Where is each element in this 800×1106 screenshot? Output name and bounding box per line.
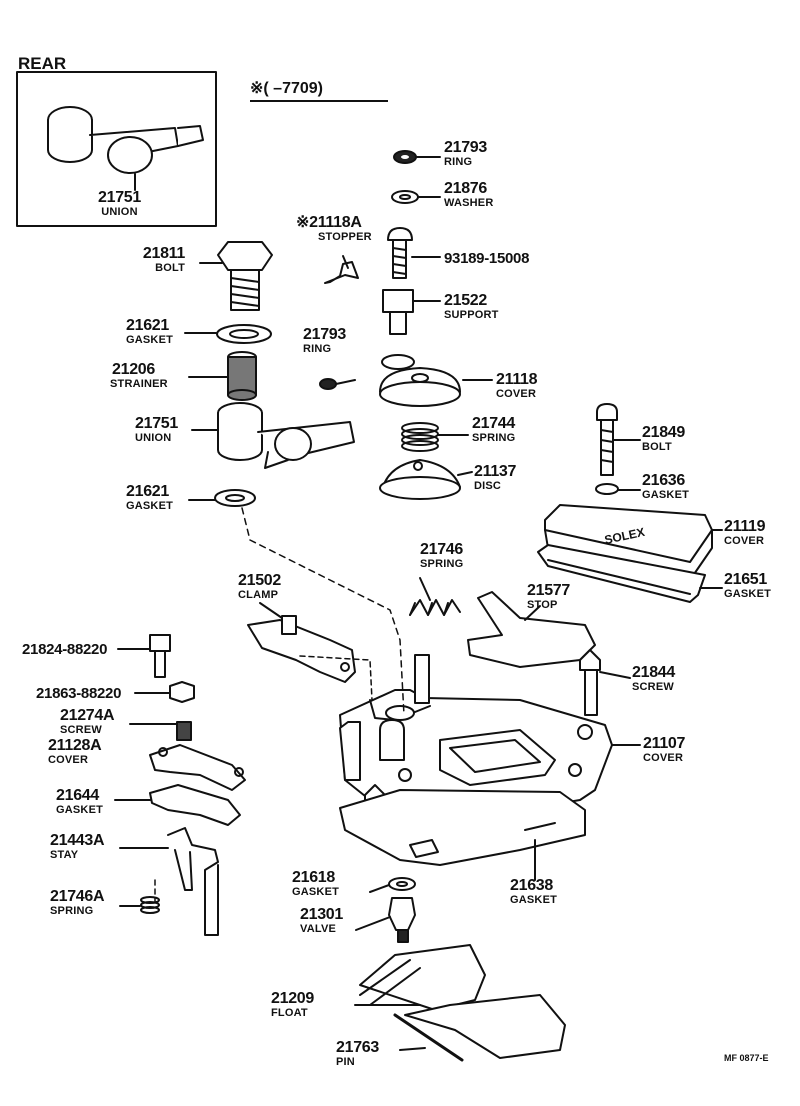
rear-inset-title: REAR — [18, 54, 67, 73]
union-21751-shape — [217, 402, 355, 469]
gasket-21618-shape — [388, 877, 416, 891]
float-21209-shape — [354, 944, 566, 1059]
clamp-21502-shape — [247, 615, 356, 683]
rear-union-drawing — [47, 106, 204, 191]
stay-21443A-shape — [119, 827, 219, 936]
gasket-21621-top-shape — [216, 324, 272, 344]
disc-21137-shape — [379, 459, 461, 500]
stopper-shape — [324, 261, 359, 284]
cover-21118-shape — [379, 354, 461, 407]
applicability-note: ※( –7709) — [250, 80, 323, 97]
gasket-21638-shape — [339, 789, 586, 881]
diagram-code: MF 0877-E — [724, 1053, 769, 1063]
label-21824-88220: 21824-88220 — [22, 641, 108, 658]
bolt-21811-shape — [217, 241, 273, 311]
nut-21863-shape — [169, 681, 195, 703]
gasket-21621-bottom-shape — [214, 489, 256, 507]
screw-21824-shape — [117, 634, 171, 678]
valve-21301-shape — [388, 897, 416, 943]
bolt-21849-shape — [596, 403, 618, 476]
support-21522-shape — [382, 289, 441, 335]
screw-21274A-shape — [129, 721, 192, 741]
screw-93189-shape — [387, 227, 441, 279]
spring-21744-shape — [401, 422, 439, 452]
strainer-21206-shape — [227, 351, 257, 401]
gasket-21644-shape — [149, 784, 241, 826]
label-93189-15008: 93189-15008 — [444, 250, 530, 267]
cover-21128A-shape — [149, 744, 246, 791]
assembly-dashed-line — [241, 507, 405, 716]
spring-21746-shape — [409, 599, 461, 616]
cover-21119-shape: SOLEX — [544, 504, 713, 581]
gasket-21636-shape — [595, 483, 619, 495]
spring-21746A-shape — [119, 896, 160, 914]
pin-21763-shape — [393, 1013, 464, 1062]
rear-inset-frame — [16, 71, 217, 227]
ring-21793-mid-shape — [319, 378, 337, 390]
washer-21876-shape — [391, 190, 441, 204]
note-underline — [250, 100, 388, 102]
screw-21844-shape — [579, 649, 631, 716]
label-21863-88220: 21863-88220 — [36, 685, 122, 702]
ring-21793-top-shape — [393, 150, 441, 164]
